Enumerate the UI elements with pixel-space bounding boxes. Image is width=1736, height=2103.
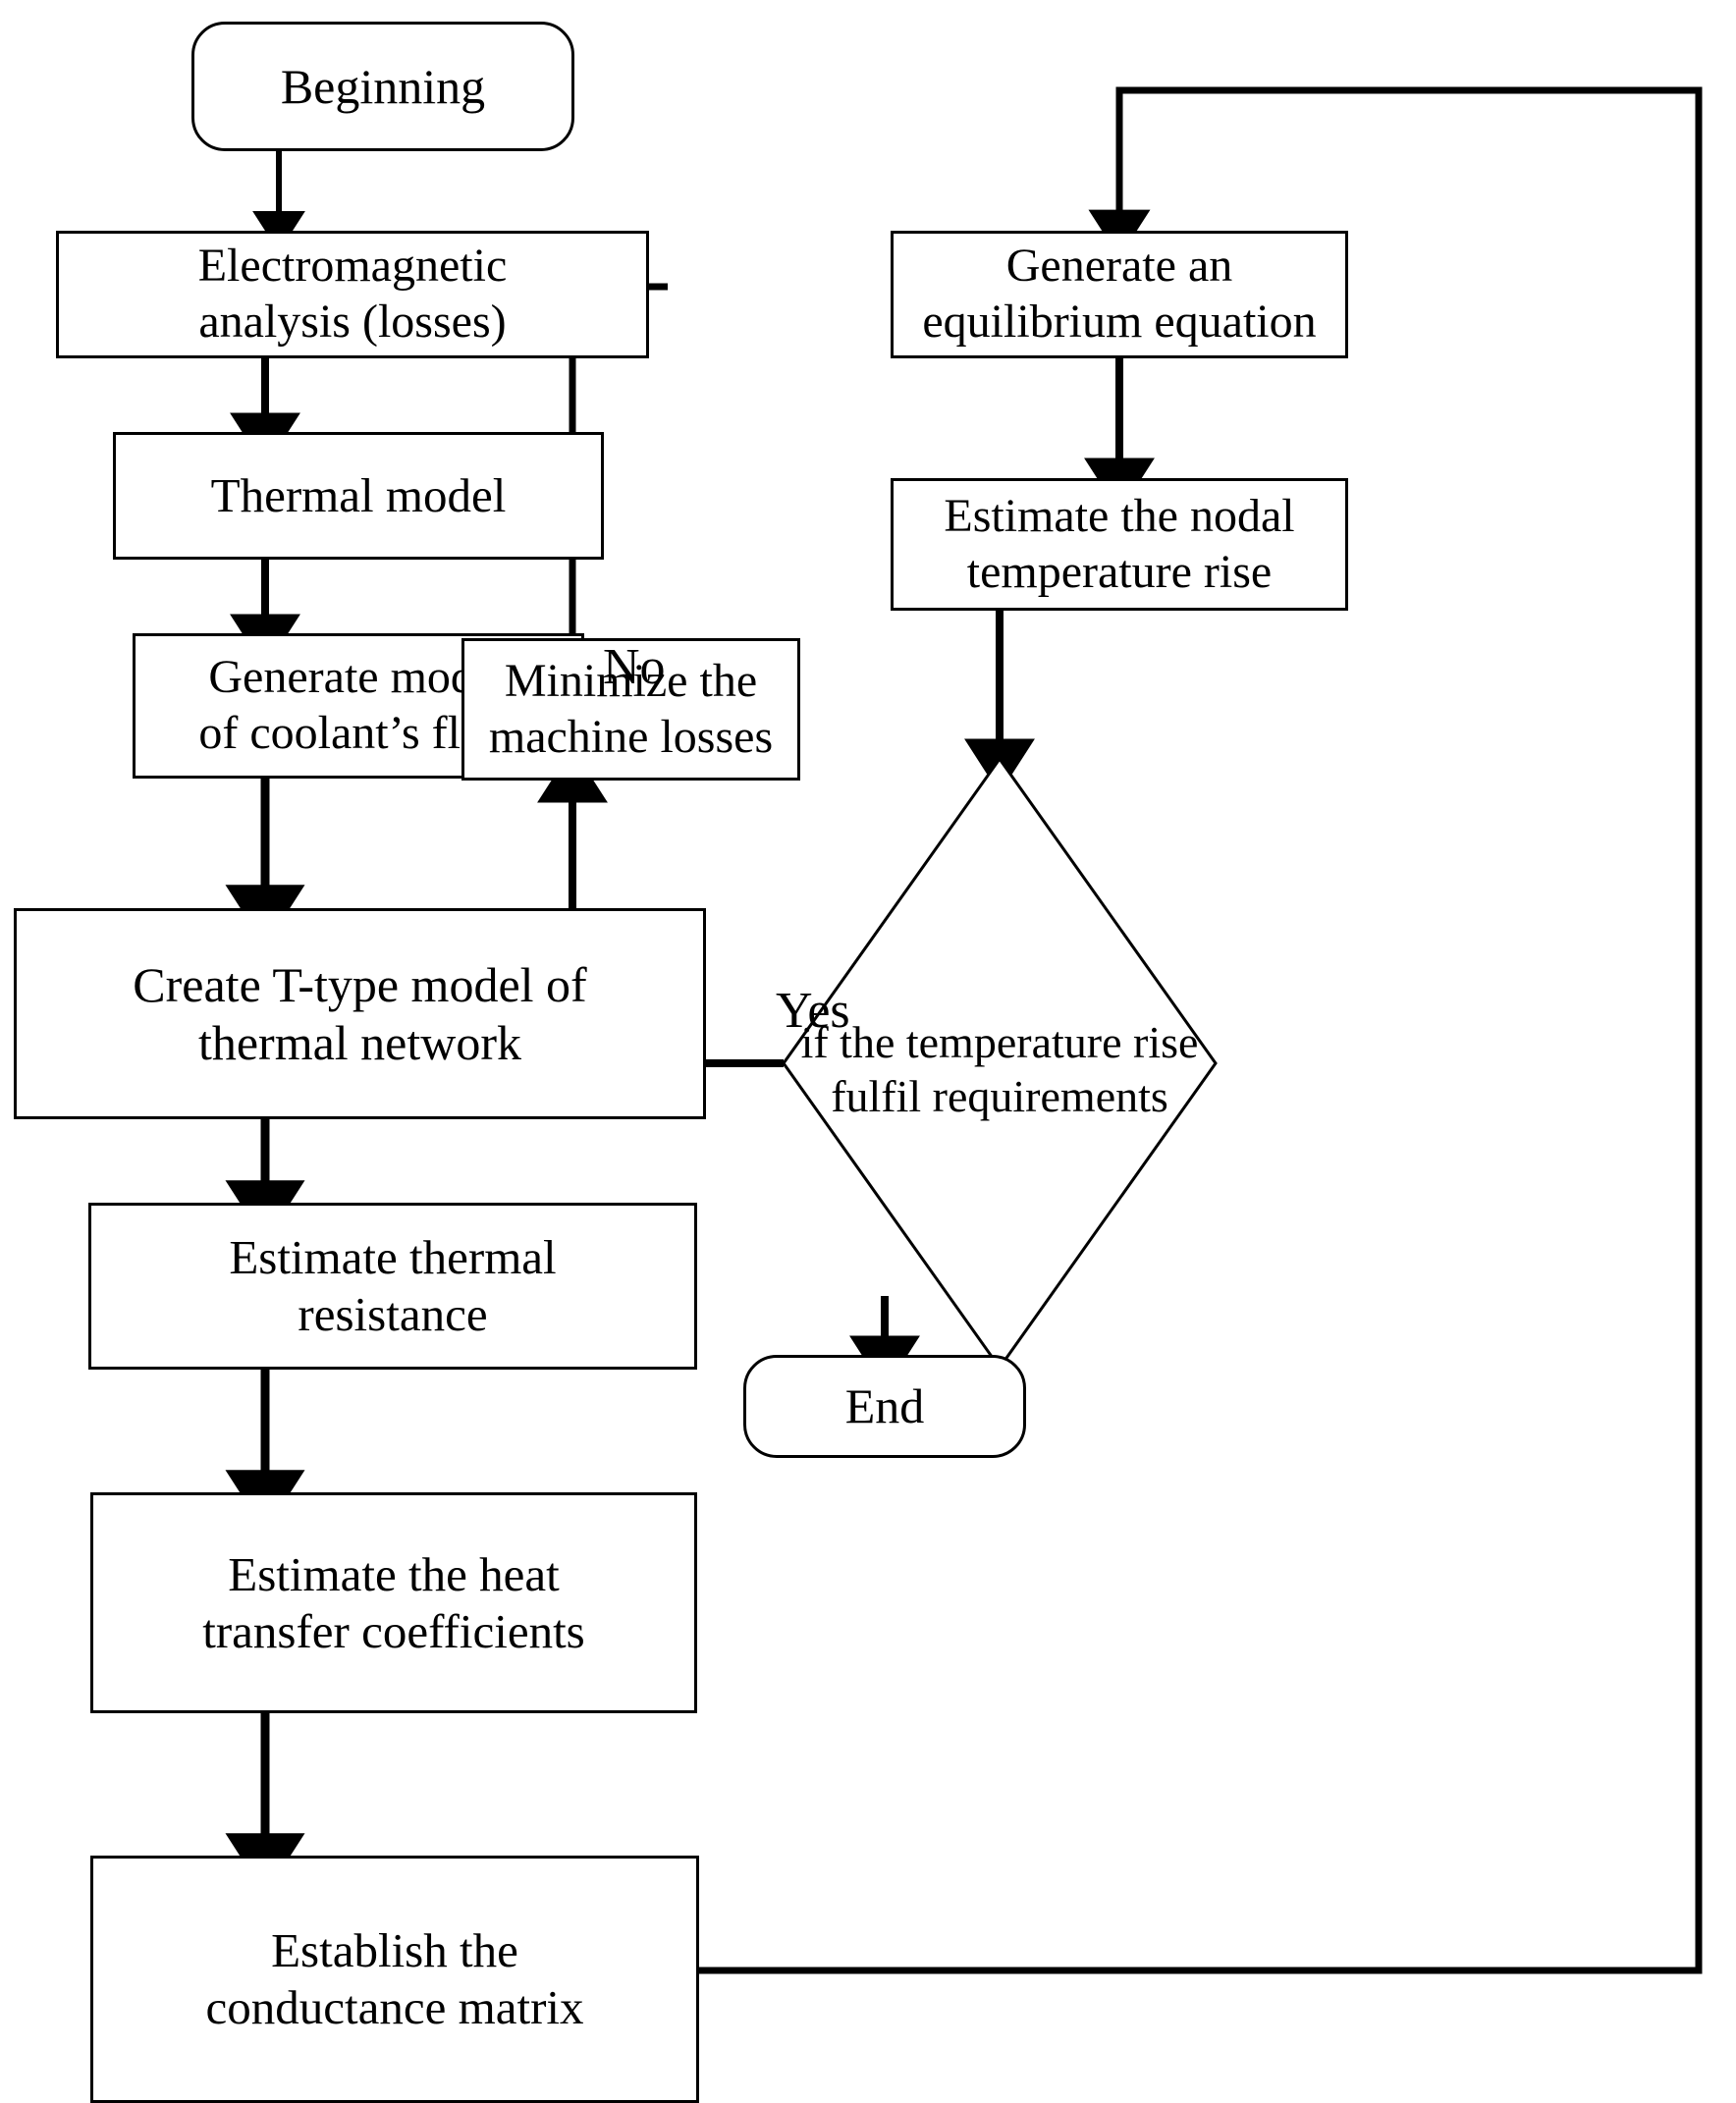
edge-label-no: No: [603, 639, 666, 695]
node-equilibrium-equation[interactable]: Generate an equilibrium equation: [891, 231, 1348, 358]
node-temperature-check-decision[interactable]: if the temperature rise fulfil requireme…: [784, 759, 1216, 1368]
node-heat-transfer-coefficients[interactable]: Estimate the heat transfer coefficients: [90, 1492, 697, 1713]
node-electromagnetic-analysis[interactable]: Electromagnetic analysis (losses): [56, 231, 649, 358]
node-thermal-model[interactable]: Thermal model: [113, 432, 604, 560]
node-minimize-machine-losses[interactable]: Minimize the machine losses: [461, 638, 800, 781]
node-thermal-resistance[interactable]: Estimate thermal resistance: [88, 1203, 697, 1370]
node-nodal-temperature-rise[interactable]: Estimate the nodal temperature rise: [891, 478, 1348, 611]
node-beginning[interactable]: Beginning: [191, 22, 574, 151]
node-end[interactable]: End: [743, 1355, 1026, 1458]
node-t-type-network[interactable]: Create T-type model of thermal network: [14, 908, 706, 1119]
node-conductance-matrix[interactable]: Establish the conductance matrix: [90, 1856, 699, 2103]
edge-label-yes: Yes: [776, 983, 850, 1039]
decision-label: if the temperature rise fulfil requireme…: [800, 1016, 1199, 1121]
